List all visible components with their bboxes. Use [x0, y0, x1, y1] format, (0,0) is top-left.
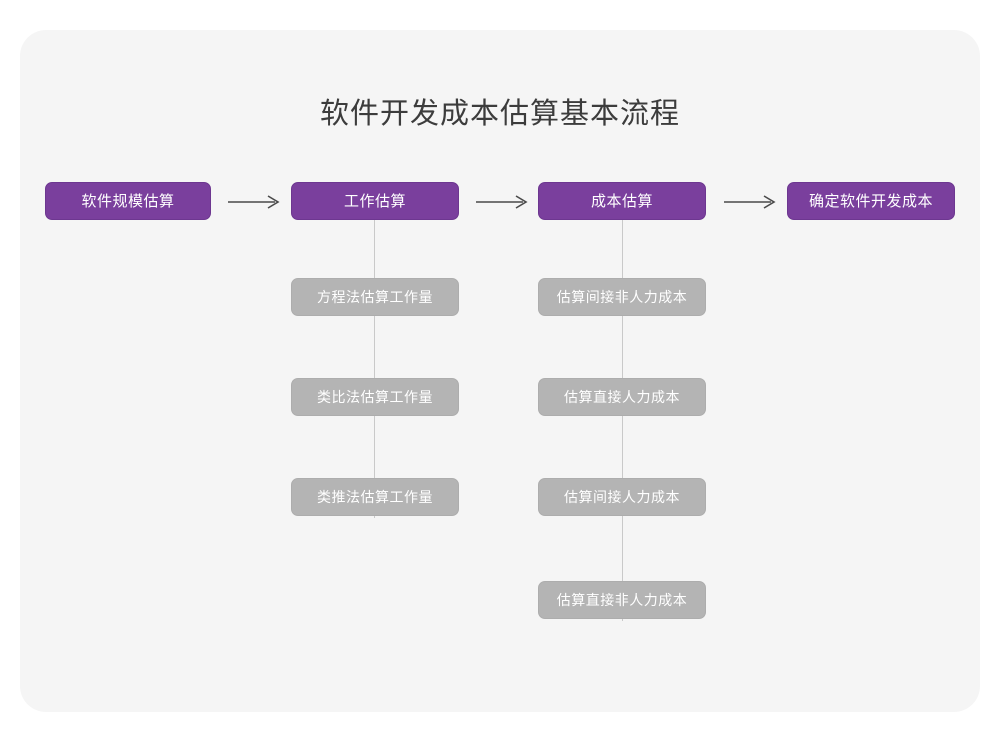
branch-item-label: 方程法估算工作量	[317, 289, 433, 305]
page-title: 软件开发成本估算基本流程	[319, 98, 680, 130]
branch-item-indirect-labor-cost[interactable]: 估算间接人力成本	[538, 478, 706, 516]
flow-step-label: 成本估算	[590, 192, 653, 210]
branch-item-label: 估算直接人力成本	[564, 389, 680, 405]
branch-item-inference-method-effort[interactable]: 类推法估算工作量	[291, 478, 459, 516]
branch-connector-line-column-2	[374, 212, 375, 518]
branch-item-direct-nonlabor-cost[interactable]: 估算直接非人力成本	[538, 581, 706, 619]
branch-item-label: 估算间接非人力成本	[556, 289, 688, 305]
diagram-card-background	[20, 30, 980, 712]
arrow-right-icon-2	[476, 194, 530, 210]
branch-connector-line-column-3	[622, 212, 623, 621]
flow-step-label: 工作估算	[343, 192, 406, 210]
flow-step-determine-development-cost[interactable]: 确定软件开发成本	[787, 182, 955, 220]
branch-item-direct-labor-cost[interactable]: 估算直接人力成本	[538, 378, 706, 416]
flow-step-cost-estimation[interactable]: 成本估算	[538, 182, 706, 220]
flow-step-label: 确定软件开发成本	[808, 192, 933, 210]
arrow-right-icon-3	[724, 194, 778, 210]
branch-item-analogy-method-effort[interactable]: 类比法估算工作量	[291, 378, 459, 416]
branch-item-indirect-nonlabor-cost[interactable]: 估算间接非人力成本	[538, 278, 706, 316]
branch-item-label: 类推法估算工作量	[317, 489, 433, 505]
flow-step-software-scale-estimation[interactable]: 软件规模估算	[45, 182, 211, 220]
branch-item-label: 类比法估算工作量	[317, 389, 433, 405]
branch-item-label: 估算直接非人力成本	[556, 592, 688, 608]
branch-item-equation-method-effort[interactable]: 方程法估算工作量	[291, 278, 459, 316]
branch-item-label: 估算间接人力成本	[564, 489, 680, 505]
arrow-right-icon-1	[228, 194, 282, 210]
flow-step-effort-estimation[interactable]: 工作估算	[291, 182, 459, 220]
flow-step-label: 软件规模估算	[81, 192, 175, 210]
